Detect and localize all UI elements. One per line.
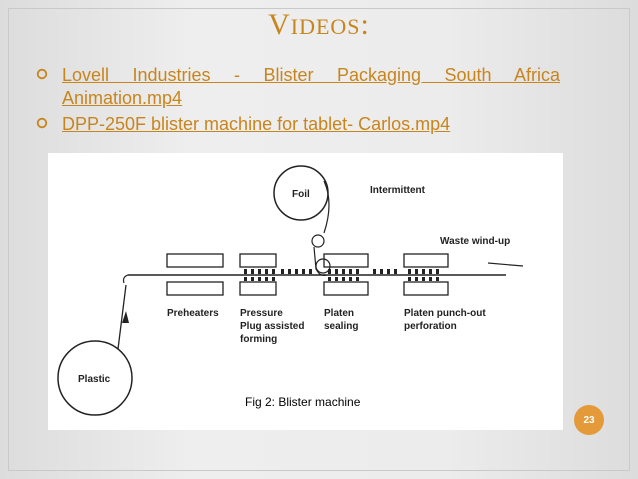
title-colon: : — [360, 8, 370, 41]
punch-upper — [403, 253, 449, 268]
page-number-badge: 23 — [574, 405, 604, 435]
slide-frame — [8, 8, 630, 471]
pressure-lower — [239, 281, 277, 296]
plastic-label: Plastic — [78, 374, 111, 385]
blister-machine-figure: Foil Intermittent Waste wind-up — [48, 153, 563, 430]
plastic-roll — [57, 340, 133, 416]
platen-lower — [323, 281, 369, 296]
intermittent-label: Intermittent — [370, 185, 426, 196]
blister-machine-diagram: Foil Intermittent Waste wind-up — [57, 165, 524, 416]
bullet-item-video-2[interactable]: DPP-250F blister machine for tablet- Car… — [36, 113, 560, 136]
circle-bullet-icon — [36, 68, 48, 80]
preheater-lower — [166, 281, 224, 296]
pressure-label-1: Pressure — [240, 308, 283, 319]
title-rest: IDEOS — [290, 14, 361, 39]
foil-label: Foil — [292, 189, 310, 200]
figure-caption: Fig 2: Blister machine — [245, 395, 361, 409]
foil-guide-roller — [311, 234, 325, 248]
platen-label-1: Platen — [324, 308, 354, 319]
preheaters-label: Preheaters — [167, 308, 219, 319]
pressure-upper — [239, 253, 277, 268]
waste-path — [487, 262, 524, 267]
platen-upper — [323, 253, 369, 268]
pressure-label-3: forming — [240, 334, 277, 345]
slide-title: VIDEOS: — [0, 8, 638, 42]
pressure-label-2: Plug assisted — [240, 321, 304, 332]
title-initial: V — [268, 8, 291, 41]
bullet-item-video-1[interactable]: Lovell Industries - Blister Packaging So… — [36, 64, 560, 110]
foil-path — [323, 180, 330, 234]
punch-label-1: Platen punch-out — [404, 308, 486, 319]
bullet-text[interactable]: Lovell Industries - Blister Packaging So… — [62, 65, 560, 108]
lower-tooling-marks — [244, 277, 439, 281]
circle-bullet-icon — [36, 117, 48, 129]
platen-label-2: sealing — [324, 321, 358, 332]
foil-feed-roller — [315, 258, 331, 274]
bullet-list: Lovell Industries - Blister Packaging So… — [36, 64, 560, 139]
preheater-upper — [166, 253, 224, 268]
punch-label-2: perforation — [404, 321, 457, 332]
waste-label: Waste wind-up — [440, 236, 510, 247]
feed-arrow-icon — [122, 311, 129, 323]
punch-lower — [403, 281, 449, 296]
bullet-text[interactable]: DPP-250F blister machine for tablet- Car… — [62, 114, 451, 134]
web-bend — [122, 274, 129, 284]
blister-pockets — [244, 269, 439, 274]
plastic-feed — [117, 284, 127, 350]
